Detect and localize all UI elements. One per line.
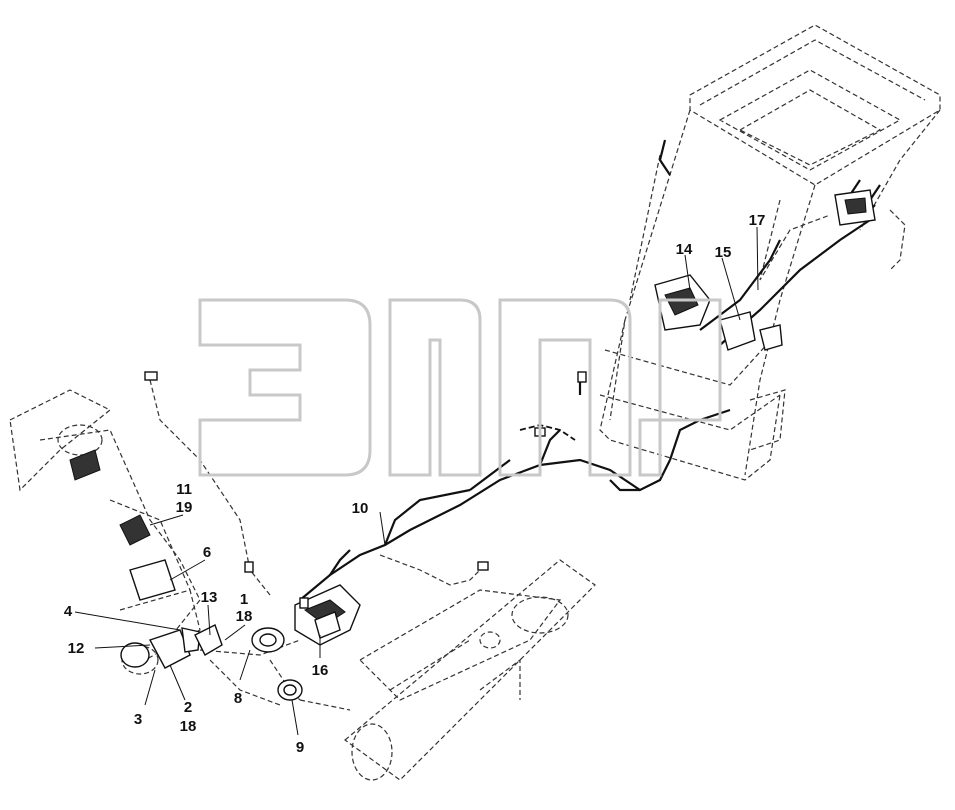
callout-6: 6: [203, 544, 211, 561]
callout-17: 17: [749, 212, 766, 229]
leader-lines: [74, 226, 759, 736]
hydraulic-lines: [149, 379, 481, 711]
grommets: [251, 627, 303, 701]
callout-12: 12: [68, 640, 85, 657]
callout-11: 11: [176, 481, 192, 498]
cab-components: [654, 189, 876, 351]
left-lower-parts: [69, 449, 223, 669]
left-arm-assembly: [9, 389, 201, 675]
callout-2: 2: [184, 699, 192, 716]
callout-13: 13: [201, 589, 218, 606]
callout-11-19: 19: [176, 499, 193, 516]
watermark: [198, 298, 722, 477]
callout-9: 9: [296, 739, 304, 756]
callout-10: 10: [352, 500, 369, 517]
callout-3: 3: [134, 711, 142, 728]
callout-1-18: 18: [236, 608, 253, 625]
callout-4: 4: [64, 603, 73, 620]
callout-15: 15: [715, 244, 732, 261]
callout-8: 8: [234, 690, 242, 707]
loader-arm: [344, 559, 596, 781]
callout-2-18: 18: [180, 718, 197, 735]
callout-1: 1: [240, 591, 248, 608]
callout-labels: 1 18 2 18 3 4 6 8 9 10 11 19 12 13 14 15…: [64, 212, 766, 756]
control-valve-block: [294, 584, 361, 646]
callout-16: 16: [312, 662, 329, 679]
cab-frame: [599, 24, 941, 481]
callout-14: 14: [676, 241, 693, 258]
